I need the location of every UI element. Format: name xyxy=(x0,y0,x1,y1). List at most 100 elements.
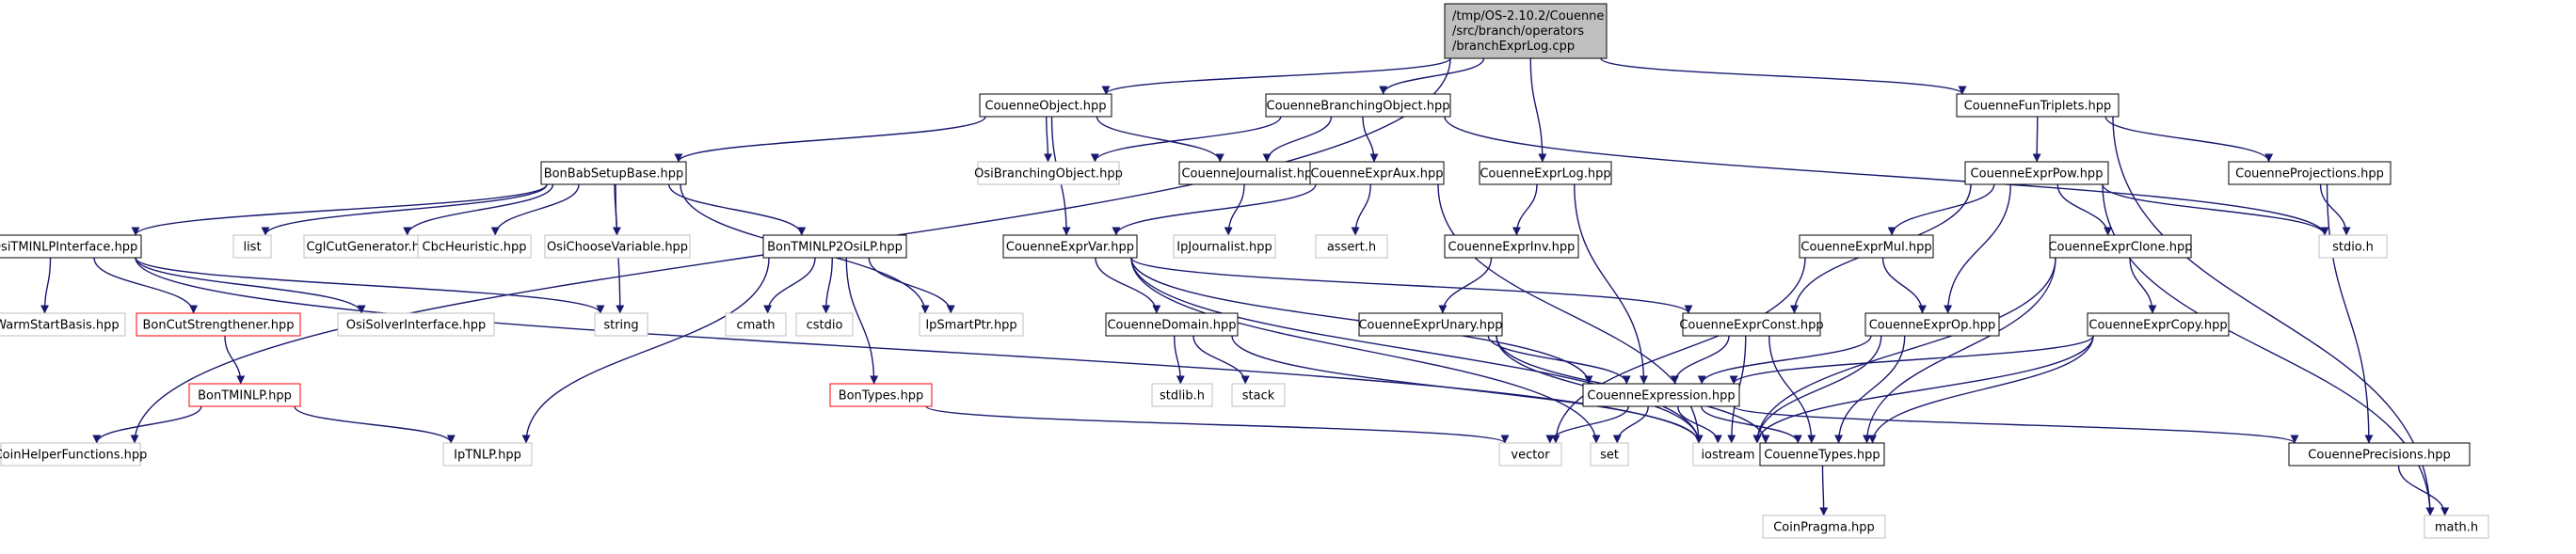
file-node-expr-mul[interactable]: CouenneExprMul.hpp xyxy=(1799,234,1934,259)
file-node-couenne-object[interactable]: CouenneObject.hpp xyxy=(979,93,1112,118)
file-node-expr-var[interactable]: CouenneExprVar.hpp xyxy=(1002,234,1138,259)
file-node-math[interactable]: math.h xyxy=(2424,514,2489,539)
include-edge-73 xyxy=(1752,335,1882,444)
include-edge-28 xyxy=(1512,183,1538,236)
file-node-osi-choose[interactable]: OsiChooseVariable.hpp xyxy=(544,234,691,259)
include-edge-38 xyxy=(40,257,52,314)
include-edge-51 xyxy=(1130,257,1704,444)
file-node-coin-helper[interactable]: CoinHelperFunctions.hpp xyxy=(0,442,147,467)
file-node-coin-pragma[interactable]: CoinPragma.hpp xyxy=(1762,514,1886,539)
file-node-assert[interactable]: assert.h xyxy=(1315,234,1388,259)
file-node-string[interactable]: string xyxy=(594,312,648,337)
file-node-expression[interactable]: CouenneExpression.hpp xyxy=(1582,383,1740,407)
file-node-expr-unary[interactable]: CouenneExprUnary.hpp xyxy=(1358,312,1503,337)
file-node-label: CouenneExpression.hpp xyxy=(1587,389,1735,404)
file-node-ip-journalist[interactable]: IpJournalist.hpp xyxy=(1173,234,1276,259)
file-node-domain[interactable]: CouenneDomain.hpp xyxy=(1105,312,1239,337)
file-node-bon-cut-strength[interactable]: BonCutStrengthener.hpp xyxy=(136,312,301,337)
file-node-projections[interactable]: CouenneProjections.hpp xyxy=(2228,161,2392,185)
file-node-label: set xyxy=(1600,449,1619,463)
include-edge-56 xyxy=(2129,257,2157,314)
file-node-stack[interactable]: stack xyxy=(1231,383,1286,407)
file-node-label: CglCutGenerator.hpp xyxy=(306,241,435,255)
file-node-branching-object[interactable]: CouenneBranchingObject.hpp xyxy=(1265,93,1451,118)
file-node-stdio[interactable]: stdio.h xyxy=(2318,234,2388,259)
file-node-ip-tnlp[interactable]: IpTNLP.hpp xyxy=(442,442,533,467)
include-edge-45 xyxy=(868,257,955,314)
file-node-box xyxy=(1231,383,1286,407)
file-node-iostream[interactable]: iostream xyxy=(1692,442,1764,467)
file-node-coin-warm[interactable]: CoinWarmStartBasis.hpp xyxy=(0,312,126,337)
root-file-node[interactable]: /tmp/OS-2.10.2/Couenne /src/branch/opera… xyxy=(1444,3,1608,59)
file-node-bon-tminlp[interactable]: BonTMINLP.hpp xyxy=(188,383,301,407)
include-edge-21 xyxy=(668,183,807,236)
file-node-label: IpTNLP.hpp xyxy=(454,449,521,463)
file-node-couenne-types[interactable]: CouenneTypes.hpp xyxy=(1759,442,1885,467)
file-node-box xyxy=(762,234,907,259)
include-edge-2 xyxy=(1379,57,1485,95)
file-node-expr-copy[interactable]: CouenneExprCopy.hpp xyxy=(2087,312,2230,337)
include-edge-69 xyxy=(1670,335,1730,385)
file-node-expr-op[interactable]: CouenneExprOp.hpp xyxy=(1864,312,2000,337)
file-node-expr-pow[interactable]: CouenneExprPow.hpp xyxy=(1964,161,2109,185)
include-edge-17 xyxy=(261,183,548,236)
file-node-box xyxy=(1315,234,1388,259)
include-edge-49 xyxy=(1130,257,1693,314)
file-node-label: CouenneProjections.hpp xyxy=(2235,167,2384,182)
include-edge-44 xyxy=(822,257,833,314)
file-node-label: CouenneExprPow.hpp xyxy=(1971,167,2104,182)
file-node-box xyxy=(1444,234,1579,259)
include-edge-1 xyxy=(1101,57,1451,95)
file-node-box xyxy=(1498,442,1562,467)
include-edge-66 xyxy=(1487,335,1631,385)
include-edge-82 xyxy=(1733,405,2299,444)
file-node-label: CouennePrecisions.hpp xyxy=(2308,449,2450,463)
file-node-expr-inv[interactable]: CouenneExprInv.hpp xyxy=(1444,234,1579,259)
file-node-vector[interactable]: vector xyxy=(1498,442,1562,467)
file-node-expr-log[interactable]: CouenneExprLog.hpp xyxy=(1479,161,1612,185)
file-node-label: CoinPragma.hpp xyxy=(1773,521,1875,535)
file-node-expr-aux[interactable]: CouenneExprAux.hpp xyxy=(1309,161,1445,185)
file-node-list[interactable]: list xyxy=(232,234,272,259)
file-node-label: CouenneExprConst.hpp xyxy=(1679,319,1823,333)
include-edge-6 xyxy=(1044,116,1053,163)
file-node-box xyxy=(1692,442,1764,467)
file-node-box xyxy=(1105,312,1239,337)
file-node-cstdio[interactable]: cstdio xyxy=(795,312,854,337)
file-node-osi-solver[interactable]: OsiSolverInterface.hpp xyxy=(337,312,495,337)
file-node-expr-const[interactable]: CouenneExprConst.hpp xyxy=(1679,312,1824,337)
file-node-box xyxy=(1682,312,1821,337)
file-node-bon-osi-tminlp[interactable]: BonOsiTMINLPInterface.hpp xyxy=(0,234,142,259)
file-node-box xyxy=(1964,161,2109,185)
include-edge-71 xyxy=(1768,335,1816,444)
file-node-cmath[interactable]: cmath xyxy=(725,312,787,337)
file-node-box xyxy=(2049,234,2192,259)
file-node-bon-types[interactable]: BonTypes.hpp xyxy=(829,383,933,407)
file-node-box xyxy=(795,312,854,337)
file-node-box xyxy=(1479,161,1612,185)
file-node-box xyxy=(594,312,648,337)
file-node-set[interactable]: set xyxy=(1590,442,1629,467)
file-node-box xyxy=(1799,234,1934,259)
file-node-osi-branching[interactable]: OsiBranchingObject.hpp xyxy=(974,161,1123,185)
file-node-box xyxy=(540,161,687,185)
file-node-box xyxy=(442,442,533,467)
file-node-box xyxy=(2424,514,2489,539)
file-node-journalist[interactable]: CouenneJournalist.hpp xyxy=(1178,161,1323,185)
file-node-bon-tminlp2osilp[interactable]: BonTMINLP2OsiLP.hpp xyxy=(762,234,907,259)
file-node-box xyxy=(337,312,495,337)
file-node-box xyxy=(1265,93,1451,118)
file-node-cbc-heuristic[interactable]: CbcHeuristic.hpp xyxy=(417,234,532,259)
file-node-cgl-cut[interactable]: CglCutGenerator.hpp xyxy=(303,234,439,259)
file-node-expr-clone[interactable]: CouenneExprClone.hpp xyxy=(2048,234,2193,259)
file-node-label: CoinWarmStartBasis.hpp xyxy=(0,319,120,333)
include-edge-41 xyxy=(135,257,605,314)
file-node-stdlib[interactable]: stdlib.h xyxy=(1151,383,1213,407)
file-node-fun-triplets[interactable]: CouenneFunTriplets.hpp xyxy=(1956,93,2120,118)
file-node-precisions[interactable]: CouennePrecisions.hpp xyxy=(2288,442,2471,467)
file-node-bon-babsetup[interactable]: BonBabSetupBase.hpp xyxy=(540,161,687,185)
file-node-label: OsiBranchingObject.hpp xyxy=(974,167,1123,182)
include-edge-76 xyxy=(1752,335,2094,444)
file-node-ip-smartptr[interactable]: IpSmartPtr.hpp xyxy=(919,312,1024,337)
root-file-line-2: /src/branch/operators xyxy=(1452,24,1584,39)
